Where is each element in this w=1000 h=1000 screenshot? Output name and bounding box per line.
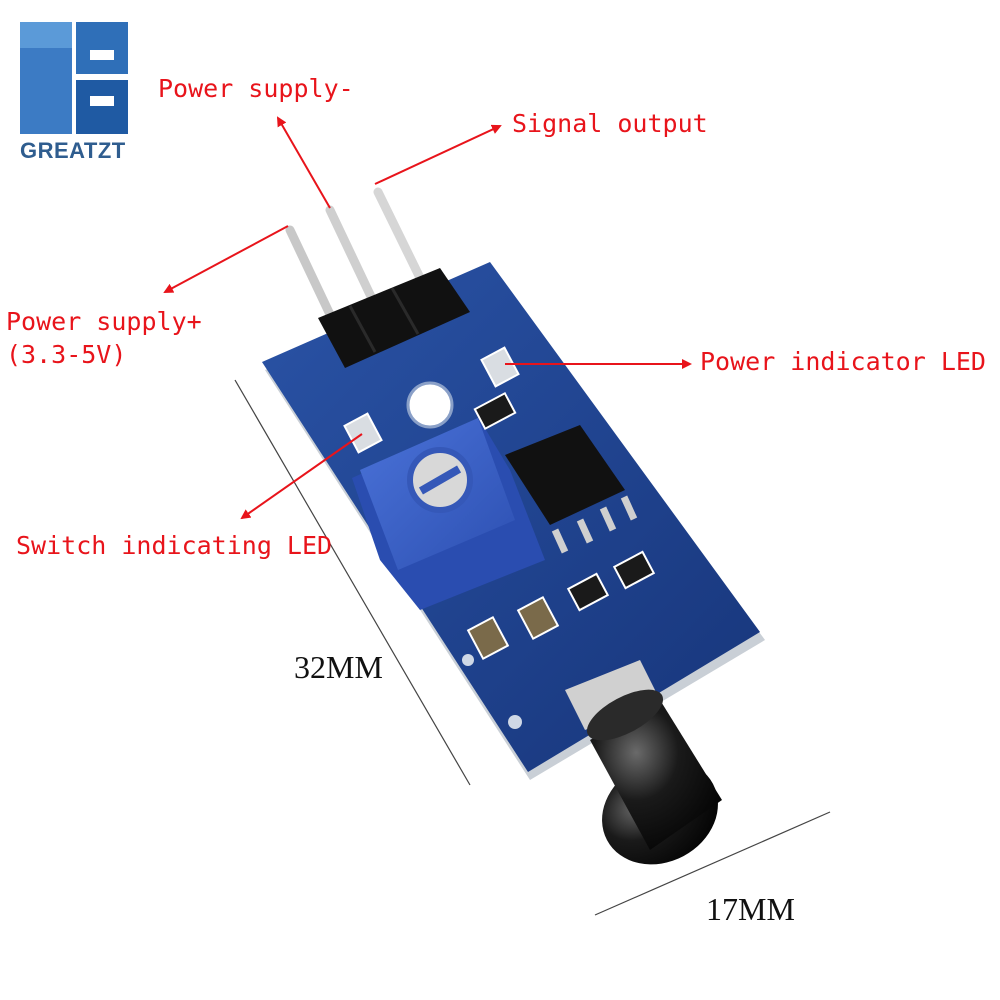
smd-components: [466, 391, 656, 661]
mounting-hole: [406, 381, 454, 429]
label-power-supply-plus: Power supply+: [6, 307, 202, 336]
potentiometer: [352, 418, 545, 610]
dimension-line-17mm: [594, 811, 831, 916]
header-pins: [285, 187, 470, 368]
flame-sensor: [565, 660, 722, 865]
switch-led: [343, 412, 383, 454]
arrow-switch-led: [240, 433, 363, 520]
label-voltage-range: (3.3-5V): [6, 340, 127, 369]
dimension-line-32mm: [234, 379, 471, 786]
label-power-indicator-led: Power indicator LED: [700, 347, 986, 376]
tz-logo-icon: [20, 22, 128, 134]
ic-chip: [505, 425, 638, 554]
arrow-signal-output: [374, 124, 502, 185]
dimension-width: 17MM: [706, 891, 795, 927]
dimension-length: 32MM: [294, 649, 383, 685]
arrow-power-minus: [276, 116, 331, 209]
label-power-supply-minus: Power supply-: [158, 74, 354, 103]
power-led: [480, 346, 520, 388]
label-switch-indicating-led: Switch indicating LED: [16, 531, 333, 560]
brand-name: GREATZT: [20, 138, 126, 163]
arrow-power-plus: [163, 225, 289, 293]
mounting-hole-small-2: [462, 654, 474, 666]
label-signal-output: Signal output: [512, 109, 708, 138]
mounting-hole-small: [508, 715, 522, 729]
